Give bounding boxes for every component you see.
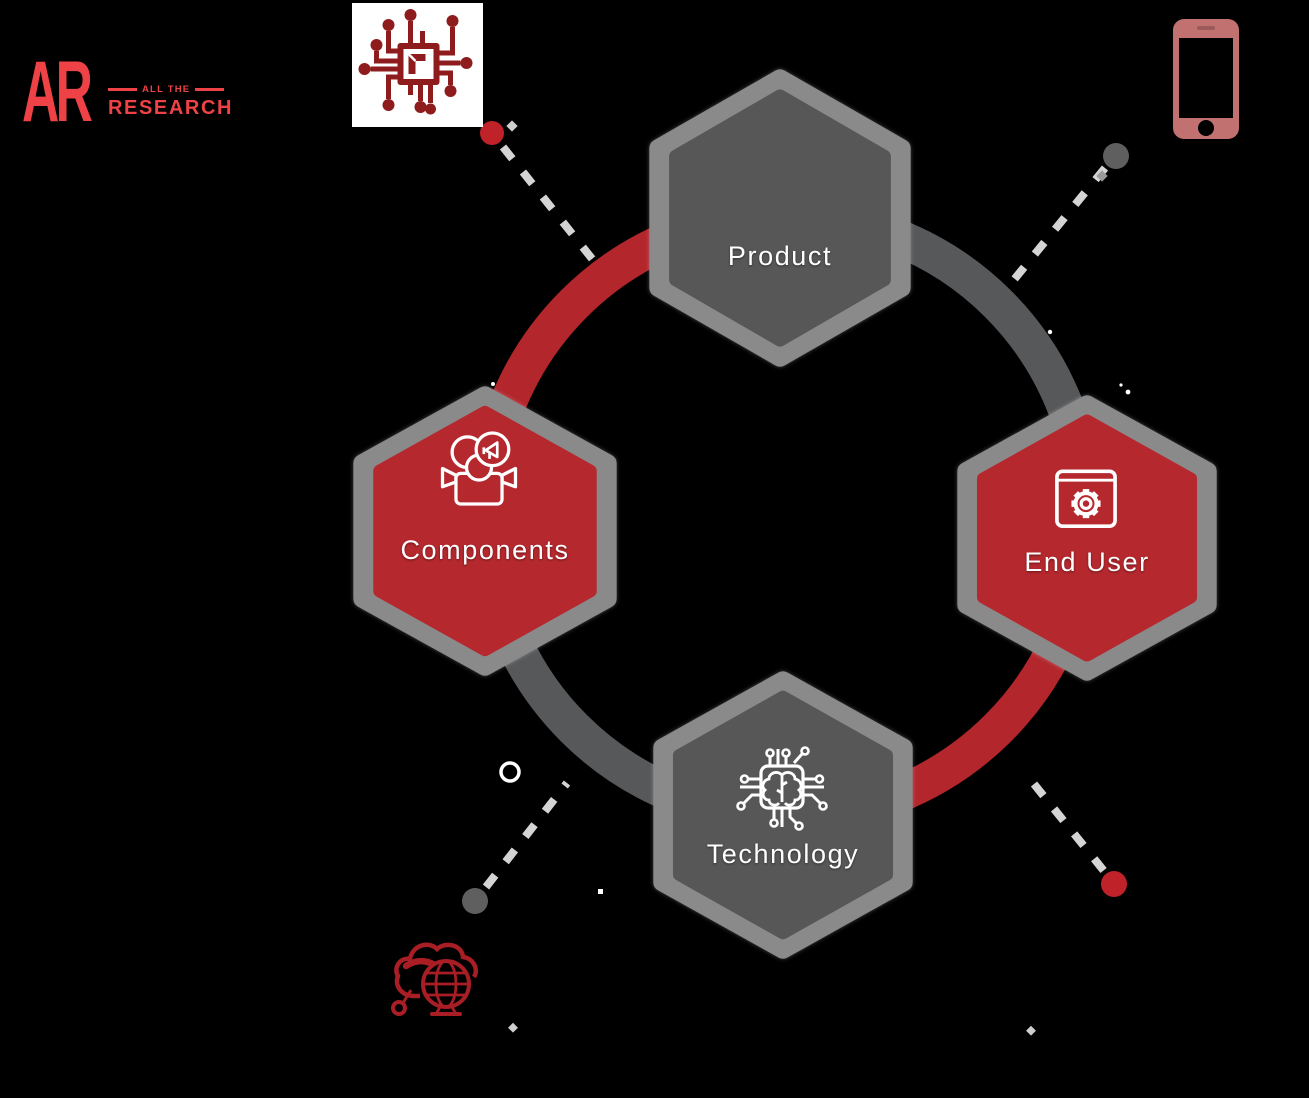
hexagon-shape [957, 395, 1217, 681]
sparkle-diamond [1096, 170, 1108, 182]
node-product: Product [648, 68, 912, 368]
circuit-chip-tile [352, 3, 483, 127]
sparkle-decorations [478, 120, 1131, 1036]
sparkle-dot [1125, 389, 1131, 395]
connector-dot-bottom-right [1101, 871, 1127, 897]
node-label: Components [400, 535, 570, 565]
sparkle-dot [1119, 383, 1123, 387]
dashed-connector-top-right [1004, 165, 1109, 290]
smartphone-icon [1173, 19, 1239, 139]
box-people-megaphone-icon [440, 431, 518, 506]
sparkle-diamond [1026, 1025, 1036, 1036]
sparkle-dot [1047, 329, 1053, 335]
sparkle-diamond [508, 1022, 518, 1033]
dashed-connector-bottom-left [482, 780, 571, 890]
logo-wordmark: ALL THE RESEARCH [108, 84, 248, 120]
dashed-connectors [482, 144, 1109, 890]
sparkle-diamond [506, 120, 518, 132]
logo-rule [195, 88, 225, 91]
hexagon-shape [353, 386, 617, 676]
connector-dot-top-left [480, 121, 504, 145]
node-components: Components [352, 385, 618, 677]
sparkle-ring [499, 761, 521, 783]
logo-rule [108, 88, 137, 91]
browser-gear-icon [1055, 469, 1117, 529]
node-technology: Technology [652, 670, 914, 960]
node-label: Technology [706, 839, 860, 869]
node-end-user: End User [956, 394, 1218, 682]
logo-monogram: AR [22, 44, 93, 140]
sparkle-square [598, 889, 603, 894]
node-label: End User [1024, 547, 1150, 577]
connector-dot-top-right [1103, 143, 1129, 169]
logo-tagline-bottom: RESEARCH [108, 97, 234, 119]
connector-dot-bottom-left [462, 888, 488, 914]
brand-logo: AR ALL THE RESEARCH [22, 49, 252, 140]
logo-tagline-top: ALL THE [142, 84, 191, 95]
cloud-network-icon [391, 942, 479, 1016]
hexagon-shape [649, 69, 911, 367]
chip-brain-icon [736, 746, 828, 831]
dashed-connector-top-left [499, 144, 605, 273]
sparkle-dot [491, 382, 495, 386]
circuit-chip-icon [358, 9, 473, 115]
dashed-connector-bottom-right [1030, 781, 1108, 874]
node-label: Product [727, 241, 833, 271]
